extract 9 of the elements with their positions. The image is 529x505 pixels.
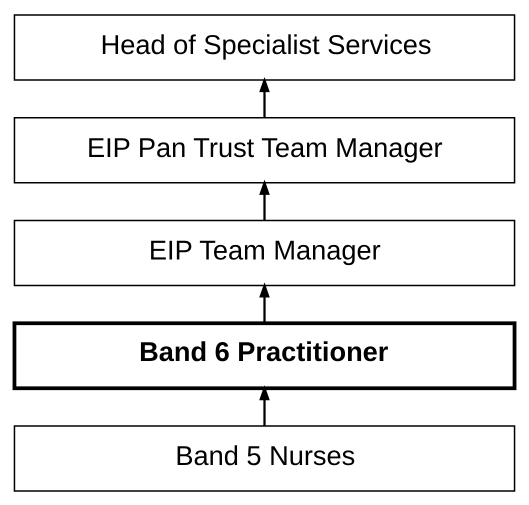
arrow: [259, 76, 270, 118]
node-box: EIP Team Manager: [14, 219, 516, 286]
arrow: [259, 384, 270, 426]
node-box: EIP Pan Trust Team Manager: [14, 116, 516, 183]
node-box: Head of Specialist Services: [14, 14, 516, 80]
node-box: Band 5 Nurses: [14, 424, 516, 492]
arrow: [259, 282, 270, 323]
node-box: Band 6 Practitioner: [12, 320, 516, 390]
arrow: [259, 179, 270, 220]
